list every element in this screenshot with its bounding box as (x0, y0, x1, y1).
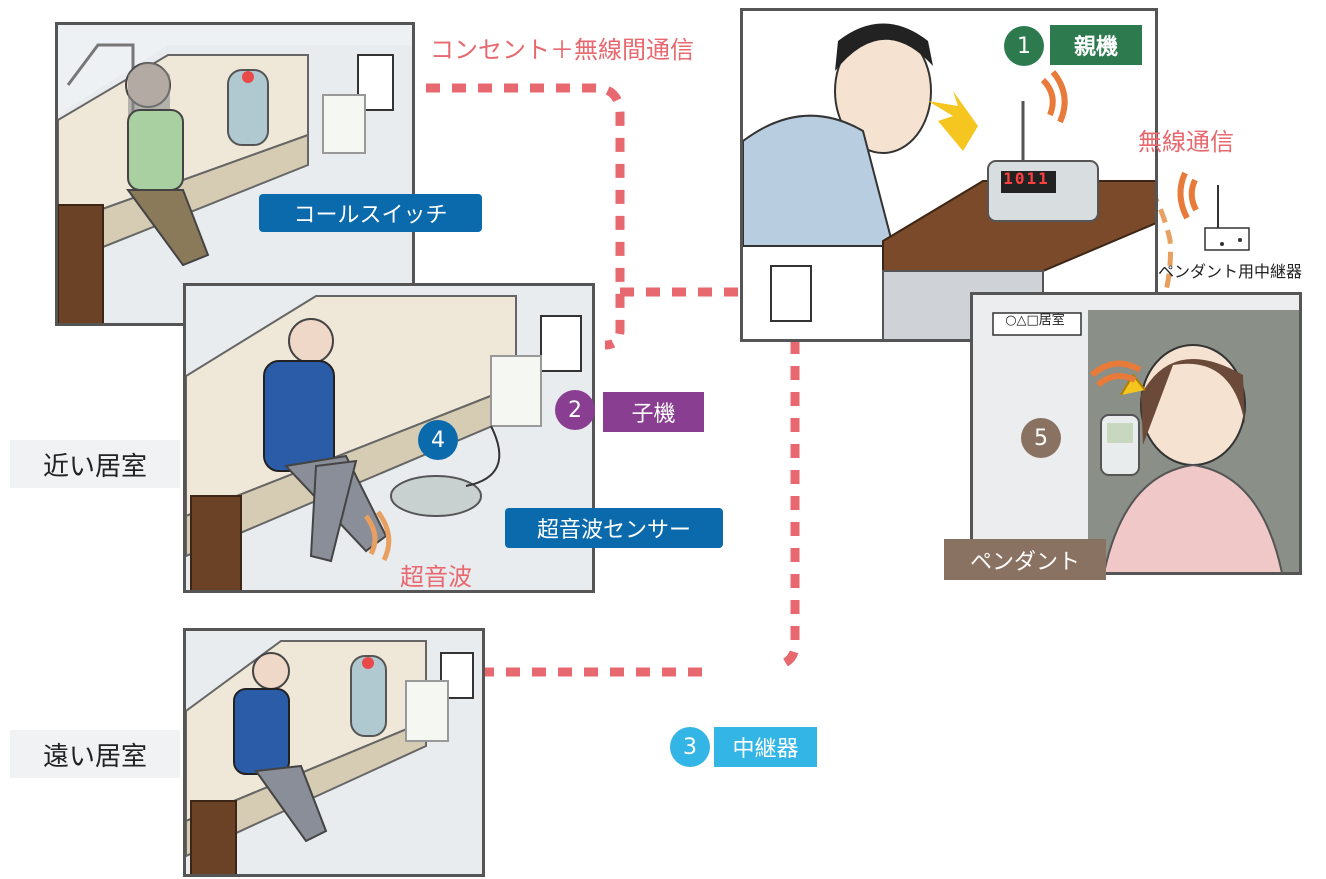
ultrasonic-label: 超音波 (400, 563, 472, 591)
room-sign: ○△□居室 (1005, 313, 1065, 328)
relay-number-badge: 3 (670, 727, 710, 767)
child-number-badge: 2 (555, 390, 595, 430)
staff-station-illustration (743, 11, 1155, 339)
sensor-number-badge: 4 (418, 420, 458, 460)
pendant-number-badge: 5 (1021, 418, 1061, 458)
child-unit-label: 子機 (603, 392, 704, 432)
sensor-label: 超音波センサー (505, 508, 723, 548)
pendant-room-panel (970, 292, 1302, 575)
pendant-illustration (973, 295, 1299, 572)
parent-unit-label: 親機 (1050, 25, 1142, 65)
far-room-label: 遠い居室 (10, 730, 180, 778)
near-room-panel (183, 283, 595, 593)
relay-unit-label: 中継器 (714, 727, 817, 767)
far-room-panel (183, 628, 485, 877)
pendant-relay-label: ペンダント用中継器 (1158, 262, 1303, 281)
outlet-wireless-label: コンセント＋無線間通信 (430, 36, 694, 64)
parent-unit-display: 1011 (1003, 169, 1050, 188)
dotted-line-right (778, 340, 800, 670)
near-room-label: 近い居室 (10, 440, 180, 488)
pendant-label: ペンダント (944, 539, 1106, 580)
parent-number-badge: 1 (1004, 26, 1044, 66)
wireless-label: 無線通信 (1138, 128, 1234, 156)
dotted-line-top (400, 83, 625, 350)
room-call-switch-illustration (58, 43, 412, 323)
room-call-switch-panel (55, 22, 415, 326)
far-room-illustration (186, 631, 482, 874)
staff-station-panel (740, 8, 1158, 342)
near-room-illustration (186, 286, 592, 590)
call-switch-label: コールスイッチ (259, 194, 482, 232)
